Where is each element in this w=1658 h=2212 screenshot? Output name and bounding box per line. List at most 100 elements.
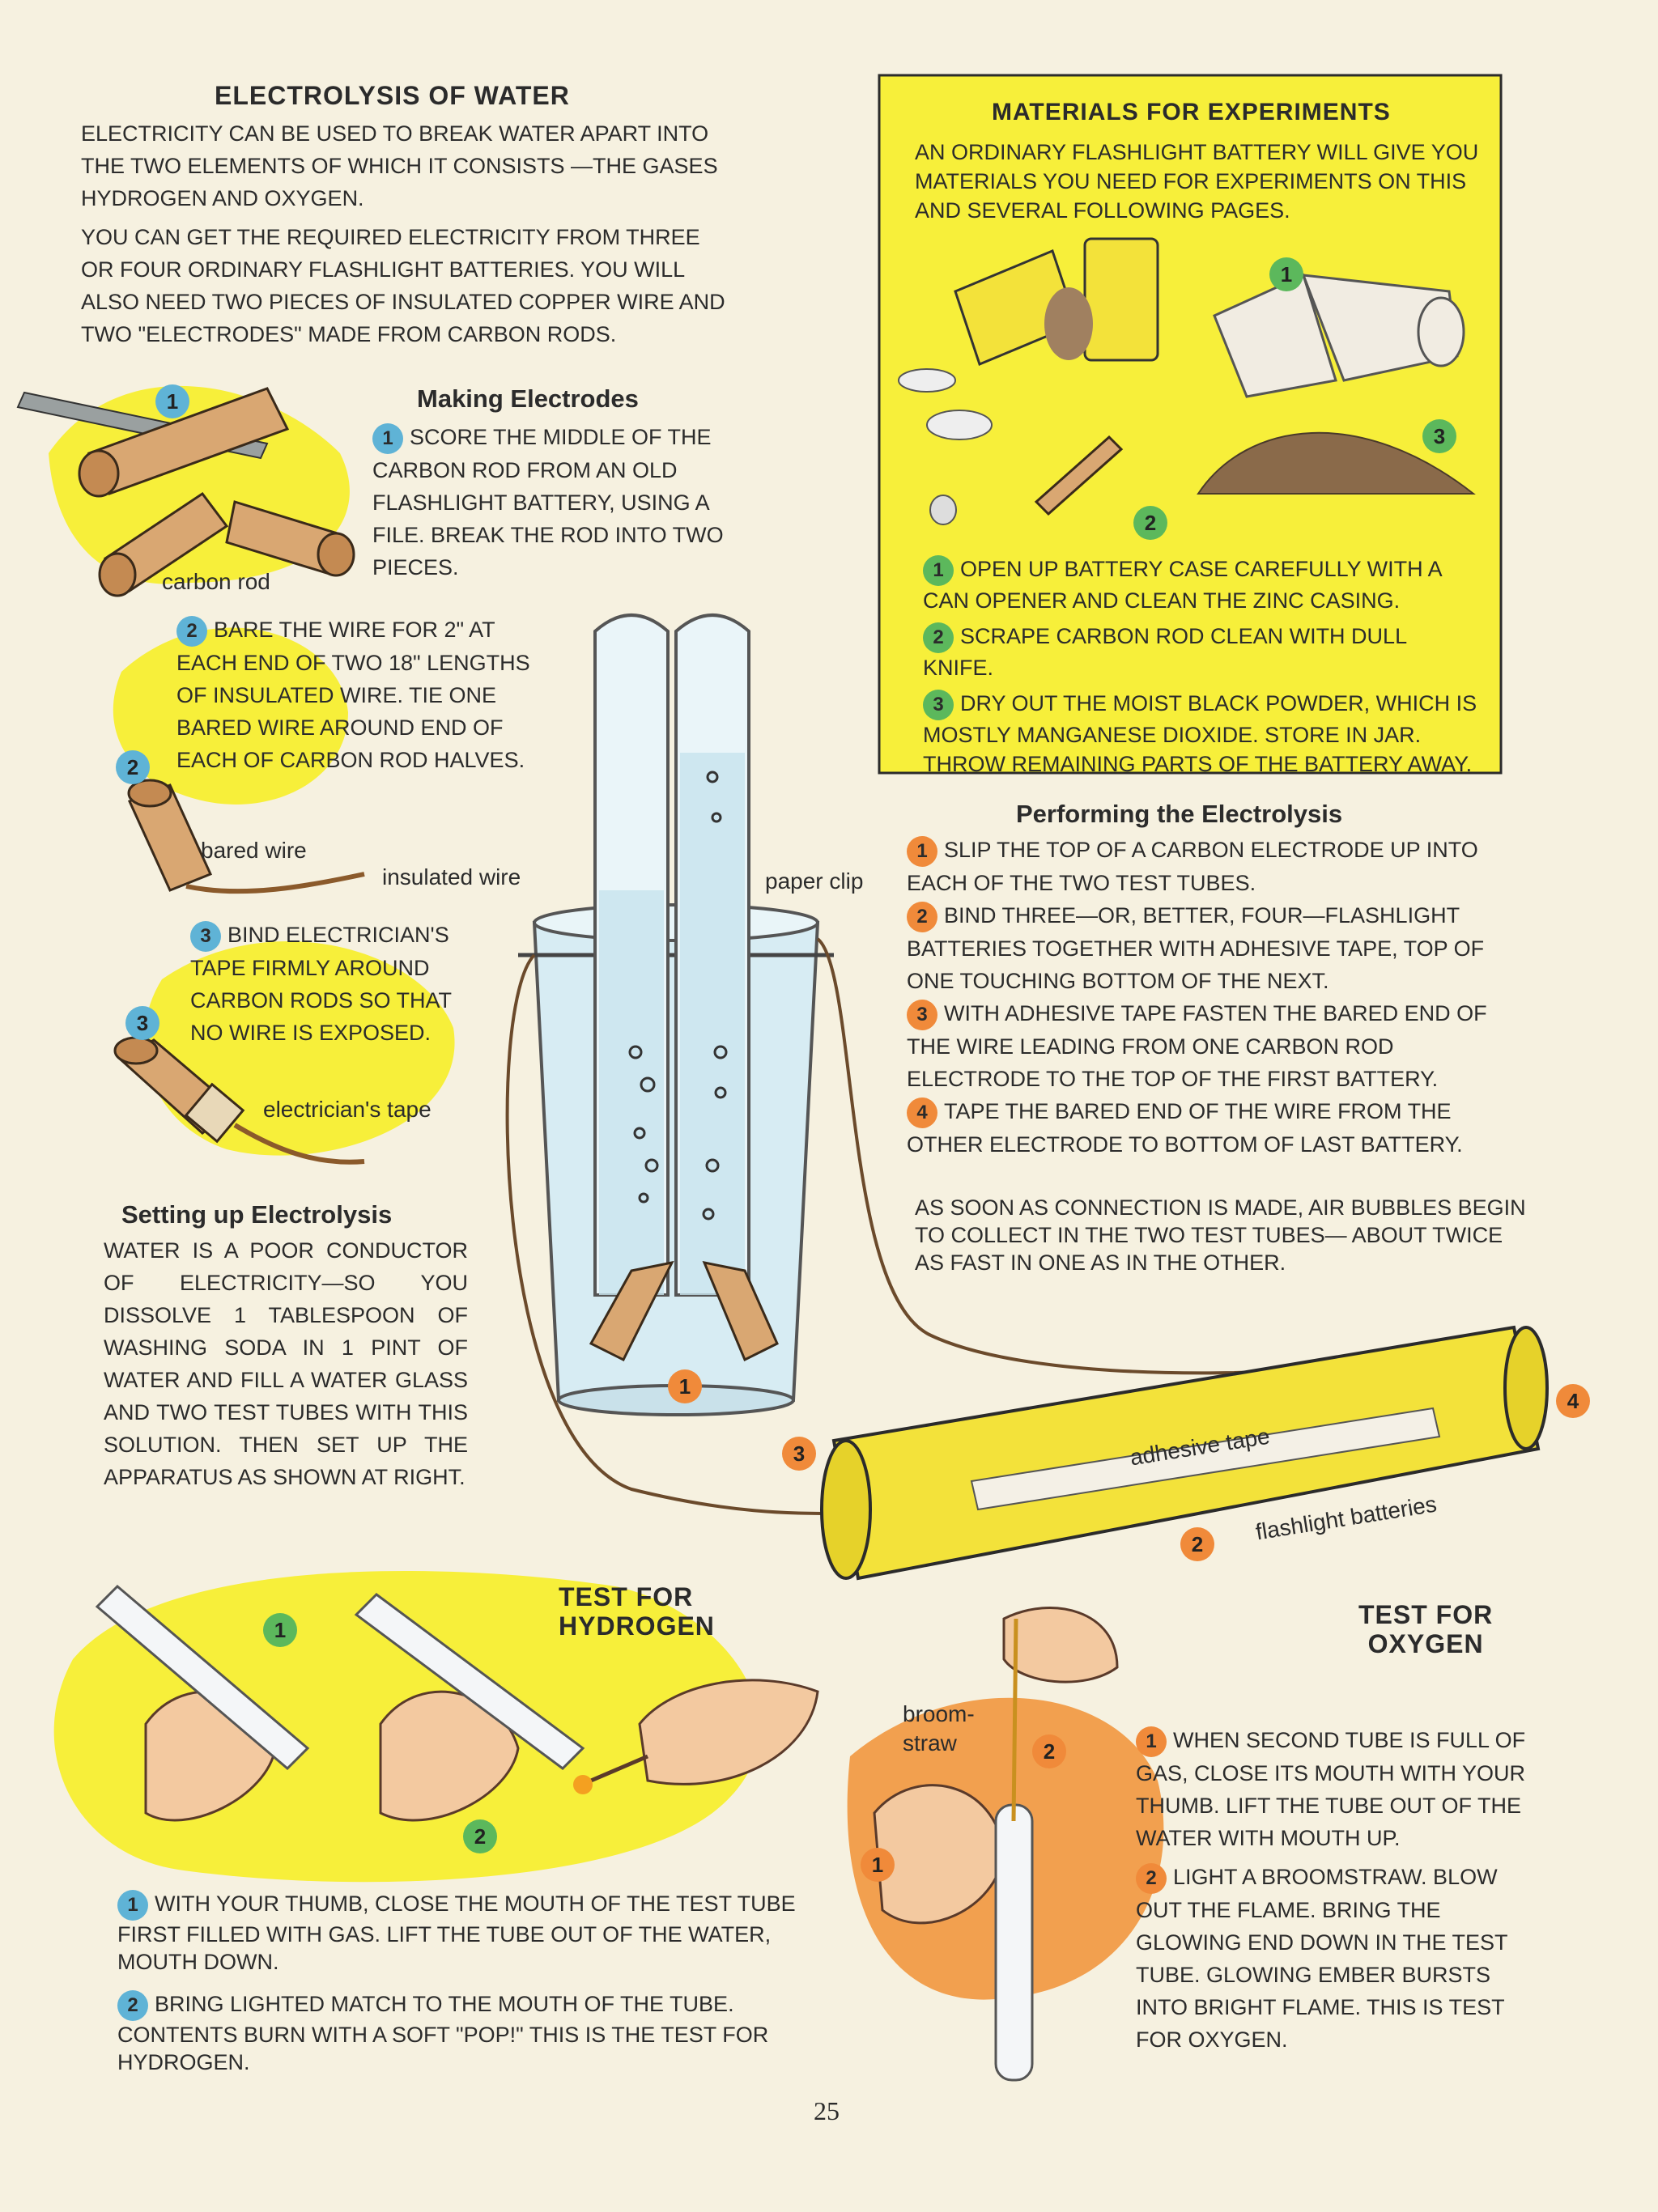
hydrogen-title-line-1: TEST FOR [559, 1582, 694, 1611]
oxygen-badge-1: 1 [861, 1848, 895, 1882]
step-badge: 2 [117, 1990, 148, 2021]
hydrogen-title-line-2: HYDROGEN [559, 1611, 715, 1641]
step-badge: 4 [907, 1097, 937, 1128]
setting-up-title: Setting up Electrolysis [121, 1200, 393, 1229]
step-text: BRING LIGHTED MATCH TO THE MOUTH OF THE … [117, 1992, 769, 2074]
step-text: SCORE THE MIDDLE OF THE CARBON ROD FROM … [372, 425, 724, 580]
performing-badge-2: 2 [1180, 1527, 1214, 1561]
step-text: BIND THREE—OR, BETTER, FOUR—FLASHLIGHT B… [907, 902, 1485, 993]
wire-left [505, 953, 835, 1515]
zinc-casing-icon [1213, 273, 1465, 398]
materials-badge-3: 3 [1422, 419, 1456, 453]
setting-up-text: WATER IS A POOR CONDUCTOR OF ELECTRICITY… [104, 1238, 468, 1489]
oxygen-badge-2: 2 [1032, 1734, 1066, 1768]
label-electricians-tape: electrician's tape [263, 1097, 432, 1122]
performing-note: AS SOON AS CONNECTION IS MADE, AIR BUBBL… [915, 1195, 1526, 1275]
page-number: 25 [814, 2096, 840, 2125]
performing-badge-3: 3 [782, 1437, 816, 1471]
step-badge: 2 [923, 622, 954, 653]
label-paper-clip: paper clip [765, 868, 864, 894]
step-badge: 1 [117, 1890, 148, 1921]
oxygen-title: TEST FOR OXYGEN [1358, 1600, 1493, 1658]
step-badge: 1 [923, 554, 954, 586]
test-tube-hydrogen [95, 1584, 585, 1771]
step-text: DRY OUT THE MOIST BLACK POWDER, WHICH IS… [923, 690, 1477, 776]
hydrogen-badge-1: 1 [263, 1613, 297, 1647]
step-badge: 3 [923, 689, 954, 720]
step-badge: 3 [190, 920, 221, 952]
label-insulated-wire: insulated wire [382, 864, 521, 889]
electrolysis-para-2: YOU CAN GET THE REQUIRED ELECTRICITY FRO… [81, 225, 725, 346]
step-text: SCRAPE CARBON ROD CLEAN WITH DULL KNIFE. [923, 623, 1407, 680]
step-badge: 2 [907, 901, 937, 932]
hydrogen-badge-2: 2 [463, 1819, 497, 1853]
illustration-badge-1: 1 [155, 384, 189, 418]
performing-badge-4: 4 [1556, 1384, 1590, 1418]
carbon-rod-icon [78, 387, 355, 597]
rod-with-wire-icon [127, 779, 365, 894]
performing-title: Performing the Electrolysis [1016, 800, 1343, 828]
battery-parts-icon [898, 237, 1159, 525]
illustration-badge-3: 3 [125, 1006, 159, 1040]
battery-icon [820, 1325, 1549, 1581]
electrodes-in-glass [589, 1260, 779, 1362]
yellow-splash-wire [113, 627, 349, 805]
step-badge: 2 [1136, 1862, 1167, 1894]
label-broomstraw-line-2: straw [903, 1730, 957, 1756]
label-broomstraw: broom- straw [903, 1700, 975, 1758]
label-bared-wire: bared wire [201, 838, 307, 863]
step-badge: 1 [1136, 1726, 1167, 1757]
match-icon [573, 1754, 648, 1794]
electrolysis-para-1: ELECTRICITY CAN BE USED TO BREAK WATER A… [81, 121, 718, 210]
step-text: LIGHT A BROOMSTRAW. BLOW OUT THE FLAME. … [1136, 1864, 1508, 2052]
step-text: SLIP THE TOP OF A CARBON ELECTRODE UP IN… [907, 838, 1478, 895]
scraped-rod-icon [1034, 435, 1124, 516]
materials-badge-1: 1 [1269, 257, 1303, 291]
label-broomstraw-line-1: broom- [903, 1701, 975, 1726]
step-text: BARE THE WIRE FOR 2" AT EACH END OF TWO … [176, 618, 530, 772]
bubbles [628, 771, 728, 1221]
materials-title: MATERIALS FOR EXPERIMENTS [992, 99, 1391, 125]
step-text: BIND ELECTRICIAN'S TAPE FIRMLY AROUND CA… [190, 923, 452, 1045]
electrolysis-intro: ELECTRICITY CAN BE USED TO BREAK WATER A… [81, 117, 729, 357]
step-text: OPEN UP BATTERY CASE CAREFULLY WITH A CA… [923, 557, 1442, 613]
step-text: TAPE THE BARED END OF THE WIRE FROM THE … [907, 1098, 1463, 1157]
electrolysis-title: ELECTROLYSIS OF WATER [215, 81, 570, 110]
step-badge: 1 [907, 835, 937, 867]
performing-badge-1: 1 [668, 1369, 702, 1403]
label-carbon-rod: carbon rod [162, 569, 270, 594]
step-badge: 2 [176, 615, 207, 647]
illustration-badge-2: 2 [116, 750, 150, 784]
hydrogen-title: TEST FOR HYDROGEN [559, 1582, 715, 1641]
making-electrodes-title: Making Electrodes [417, 384, 639, 413]
rod-with-tape-icon [113, 1036, 365, 1165]
oxygen-title-line-1: TEST FOR [1358, 1600, 1494, 1629]
step-badge: 1 [372, 422, 403, 454]
powder-pile-icon [1197, 431, 1476, 495]
step-text: WITH YOUR THUMB, CLOSE THE MOUTH OF THE … [117, 1891, 796, 1974]
test-tube-oxygen [994, 1618, 1034, 2082]
step-badge: 3 [907, 999, 937, 1030]
step-text: WITH ADHESIVE TAPE FASTEN THE BARED END … [907, 1000, 1487, 1091]
hand-icon [144, 1607, 1119, 1925]
materials-badge-2: 2 [1133, 506, 1167, 540]
